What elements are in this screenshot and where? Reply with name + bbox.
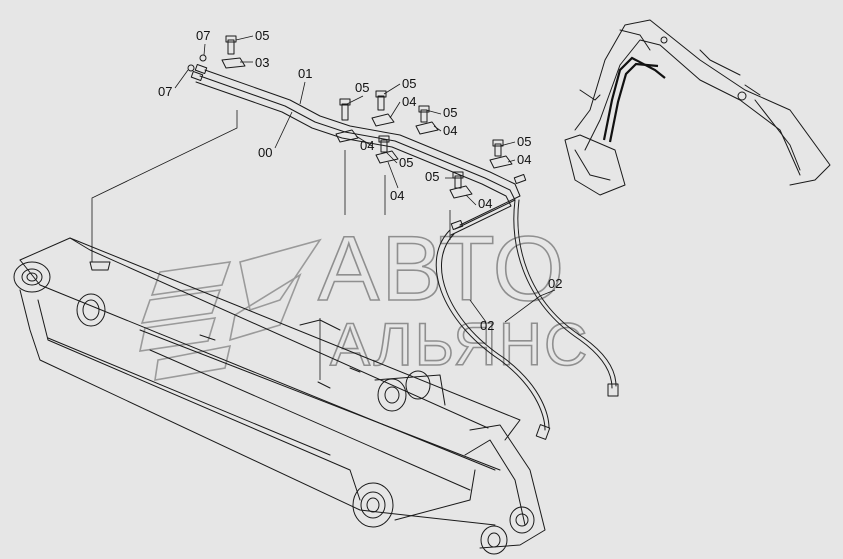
excavator-overview-icon bbox=[564, 19, 831, 196]
leader-lines bbox=[91, 110, 451, 380]
callout-00: 00 bbox=[258, 145, 272, 160]
hoses bbox=[435, 199, 619, 440]
callout-leaders bbox=[174, 35, 556, 323]
callout-07-lower: 07 bbox=[158, 84, 172, 99]
boom-arm bbox=[13, 237, 546, 555]
callout-03: 03 bbox=[255, 55, 269, 70]
callout-02-right: 02 bbox=[548, 276, 562, 291]
callout-05-d: 05 bbox=[443, 105, 457, 120]
callout-05-e: 05 bbox=[399, 155, 413, 170]
callout-05-c: 05 bbox=[402, 76, 416, 91]
callout-05-top: 05 bbox=[255, 28, 269, 43]
callout-04-f: 04 bbox=[478, 196, 492, 211]
callout-07-upper: 07 bbox=[196, 28, 210, 43]
watermark-line1: АВТО bbox=[318, 218, 566, 320]
callout-04-e: 04 bbox=[390, 188, 404, 203]
callout-01: 01 bbox=[298, 66, 312, 81]
callout-02-left: 02 bbox=[480, 318, 494, 333]
watermark-line2: АЛЬЯНС bbox=[330, 311, 589, 378]
callout-05-g: 05 bbox=[425, 169, 439, 184]
steel-pipes bbox=[190, 63, 527, 236]
watermark-emblem bbox=[138, 238, 322, 381]
callout-04-c: 04 bbox=[360, 138, 374, 153]
callout-04-a: 04 bbox=[402, 94, 416, 109]
callout-04-d: 04 bbox=[517, 152, 531, 167]
callout-05-f: 05 bbox=[517, 134, 531, 149]
callout-04-b: 04 bbox=[443, 123, 457, 138]
callout-05-b: 05 bbox=[355, 80, 369, 95]
callout-labels: 07 07 05 03 01 00 05 05 04 05 04 04 05 0… bbox=[158, 28, 562, 333]
